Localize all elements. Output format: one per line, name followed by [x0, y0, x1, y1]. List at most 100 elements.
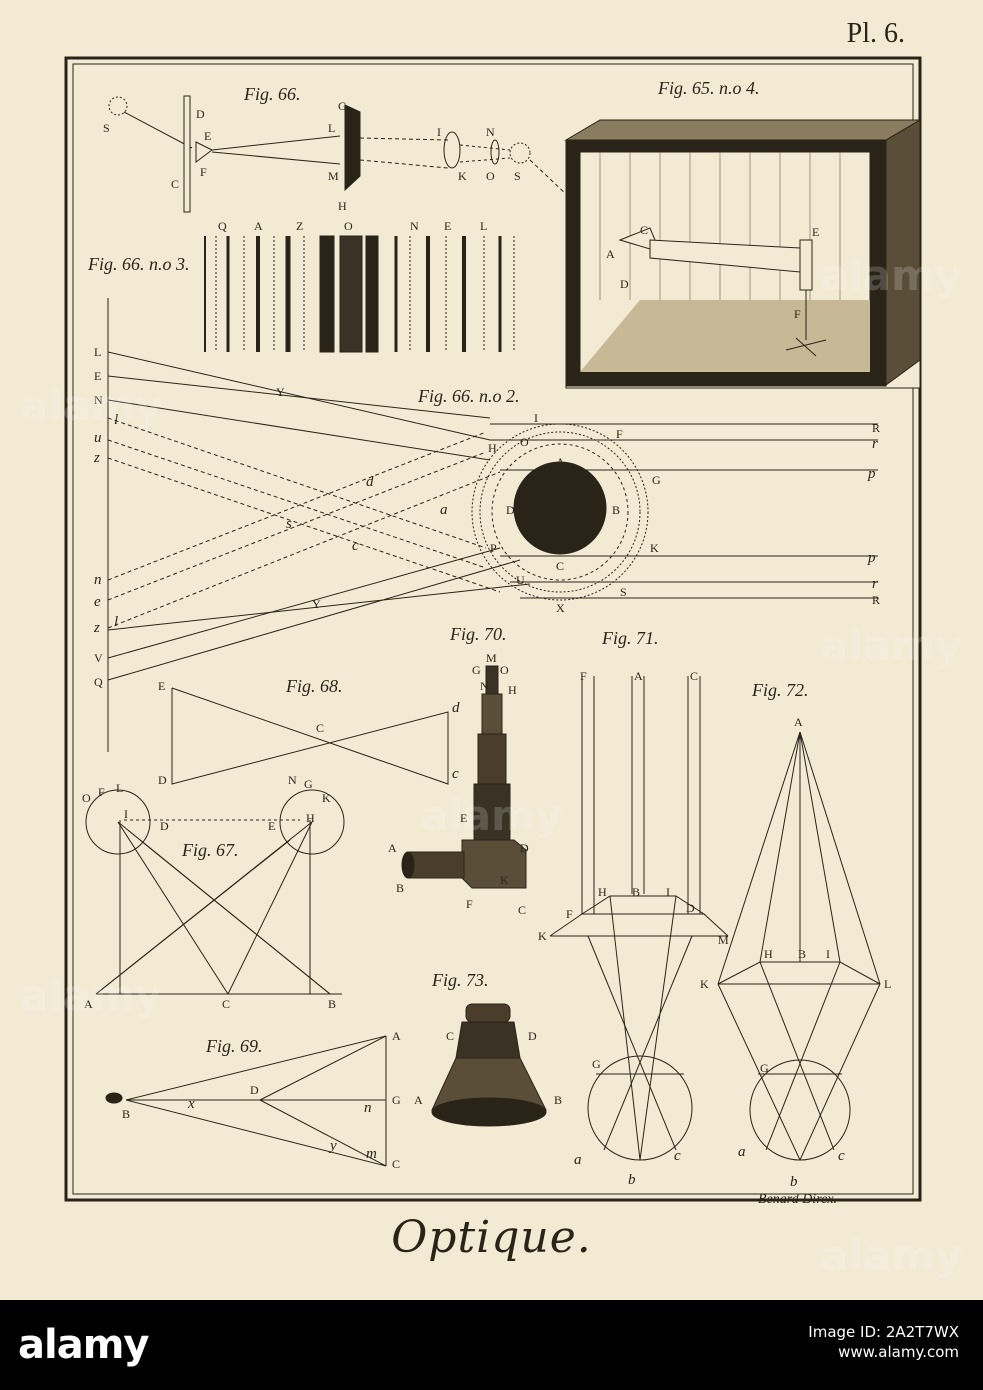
figure-69 — [105, 1035, 387, 1167]
svg-text:d: d — [452, 700, 460, 716]
svg-text:D: D — [158, 773, 167, 787]
svg-text:z: z — [93, 450, 100, 466]
svg-text:F: F — [200, 165, 207, 179]
svg-text:V: V — [94, 651, 103, 665]
svg-text:u: u — [94, 430, 102, 446]
svg-text:x: x — [187, 1096, 195, 1112]
svg-text:H: H — [306, 811, 315, 825]
svg-text:B: B — [122, 1107, 130, 1121]
inner-frame — [72, 63, 914, 1195]
stock-id-block: Image ID: 2A2T7WX www.alamy.com — [808, 1322, 959, 1362]
svg-text:F: F — [566, 907, 573, 921]
svg-text:b: b — [628, 1172, 636, 1188]
svg-text:e: e — [94, 594, 101, 610]
svg-text:K: K — [700, 977, 709, 991]
svg-text:y: y — [328, 1138, 337, 1154]
svg-text:N: N — [480, 679, 489, 693]
svg-text:A: A — [414, 1093, 423, 1107]
spectrum-letter: L — [480, 219, 487, 233]
figure-66n2 — [107, 298, 878, 752]
spectrum-letter: Z — [296, 219, 303, 233]
figure-71 — [549, 676, 729, 1161]
figure-66n3-bands — [204, 235, 515, 353]
svg-text:L: L — [884, 977, 891, 991]
svg-text:N: N — [486, 125, 495, 139]
svg-text:B: B — [798, 947, 806, 961]
svg-text:S: S — [620, 585, 627, 599]
svg-text:A: A — [388, 841, 397, 855]
svg-text:G: G — [592, 1057, 601, 1071]
plate-title: Optique. — [391, 1212, 592, 1263]
svg-text:D: D — [196, 107, 205, 121]
svg-text:H: H — [338, 199, 347, 213]
svg-text:D: D — [250, 1083, 259, 1097]
figure-69-letters: A B D x n G y m C — [122, 1029, 401, 1171]
svg-text:C: C — [690, 669, 698, 683]
caption-fig70: Fig. 70. — [449, 624, 507, 644]
svg-text:A: A — [556, 455, 565, 469]
svg-text:K: K — [322, 791, 331, 805]
svg-text:A: A — [794, 715, 803, 729]
svg-text:F: F — [98, 785, 105, 799]
svg-text:L: L — [328, 121, 335, 135]
svg-text:c: c — [452, 766, 459, 782]
svg-text:I: I — [666, 885, 670, 899]
spectrum-letter: Q — [218, 219, 227, 233]
svg-text:n: n — [94, 572, 102, 588]
svg-text:p: p — [867, 550, 876, 566]
figure-65-box — [564, 119, 922, 389]
svg-text:alamy: alamy — [20, 971, 162, 1020]
svg-text:c: c — [838, 1148, 845, 1164]
figure-68 — [171, 687, 449, 785]
svg-text:K: K — [458, 169, 467, 183]
svg-text:c: c — [674, 1148, 681, 1164]
figure-66n2-letters: L E N l u z n e z l V Q Y Y d a s c I F … — [93, 345, 880, 689]
svg-text:alamy: alamy — [820, 1231, 962, 1280]
caption-fig73: Fig. 73. — [431, 970, 489, 990]
svg-text:a: a — [574, 1152, 582, 1168]
svg-text:H: H — [598, 885, 607, 899]
svg-text:C: C — [171, 177, 179, 191]
svg-text:b: b — [790, 1174, 798, 1190]
figure-66 — [108, 95, 569, 213]
caption-fig67: Fig. 67. — [181, 840, 239, 860]
svg-text:H: H — [508, 683, 517, 697]
svg-text:C: C — [222, 997, 230, 1011]
svg-text:F: F — [466, 897, 473, 911]
svg-text:O: O — [486, 169, 495, 183]
caption-fig71: Fig. 71. — [601, 628, 659, 648]
figure-73-letters: C D A B — [414, 1029, 562, 1107]
figure-67-letters: O F L I D E N G K H A C B — [82, 773, 336, 1011]
svg-text:F: F — [616, 427, 623, 441]
svg-text:p: p — [867, 466, 876, 482]
figure-70-letters: M G O N H E D A B K F C — [388, 651, 529, 917]
svg-text:O: O — [500, 663, 509, 677]
svg-text:N: N — [288, 773, 297, 787]
svg-text:alamy: alamy — [420, 791, 562, 840]
svg-text:I: I — [437, 125, 441, 139]
svg-text:O: O — [82, 791, 91, 805]
caption-fig65n4: Fig. 65. n.o 4. — [657, 78, 760, 98]
svg-text:P: P — [490, 541, 497, 555]
svg-text:L: L — [94, 345, 101, 359]
svg-text:c: c — [352, 538, 359, 554]
svg-text:A: A — [606, 247, 615, 261]
svg-text:alamy: alamy — [20, 381, 162, 430]
svg-text:E: E — [94, 369, 101, 383]
figure-73 — [431, 1003, 547, 1127]
svg-text:H: H — [764, 947, 773, 961]
svg-text:H: H — [488, 441, 497, 455]
svg-text:L: L — [116, 781, 123, 795]
svg-text:A: A — [392, 1029, 401, 1043]
svg-text:F: F — [580, 669, 587, 683]
svg-text:B: B — [554, 1093, 562, 1107]
caption-fig69: Fig. 69. — [205, 1036, 263, 1056]
svg-text:G: G — [392, 1093, 401, 1107]
svg-text:I: I — [124, 807, 128, 821]
spectrum-letter: E — [444, 219, 451, 233]
svg-text:D: D — [620, 277, 629, 291]
svg-text:G: G — [338, 99, 347, 113]
svg-text:E: E — [460, 811, 467, 825]
svg-text:r: r — [872, 576, 878, 592]
svg-text:O: O — [520, 435, 529, 449]
